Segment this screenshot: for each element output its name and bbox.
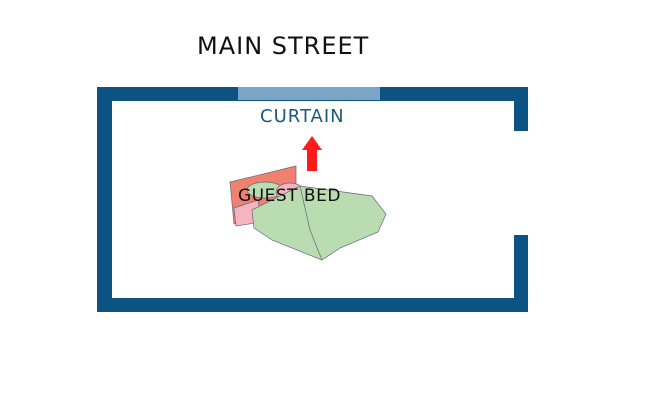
street-label: MAIN STREET [197,32,370,60]
arrow-up-icon [302,136,322,171]
curtain-window [238,87,380,100]
room-walls [97,87,528,312]
guest-bed-label: GUEST BED [238,186,341,206]
bed-illustration [229,165,387,261]
curtain-label: CURTAIN [260,106,345,127]
